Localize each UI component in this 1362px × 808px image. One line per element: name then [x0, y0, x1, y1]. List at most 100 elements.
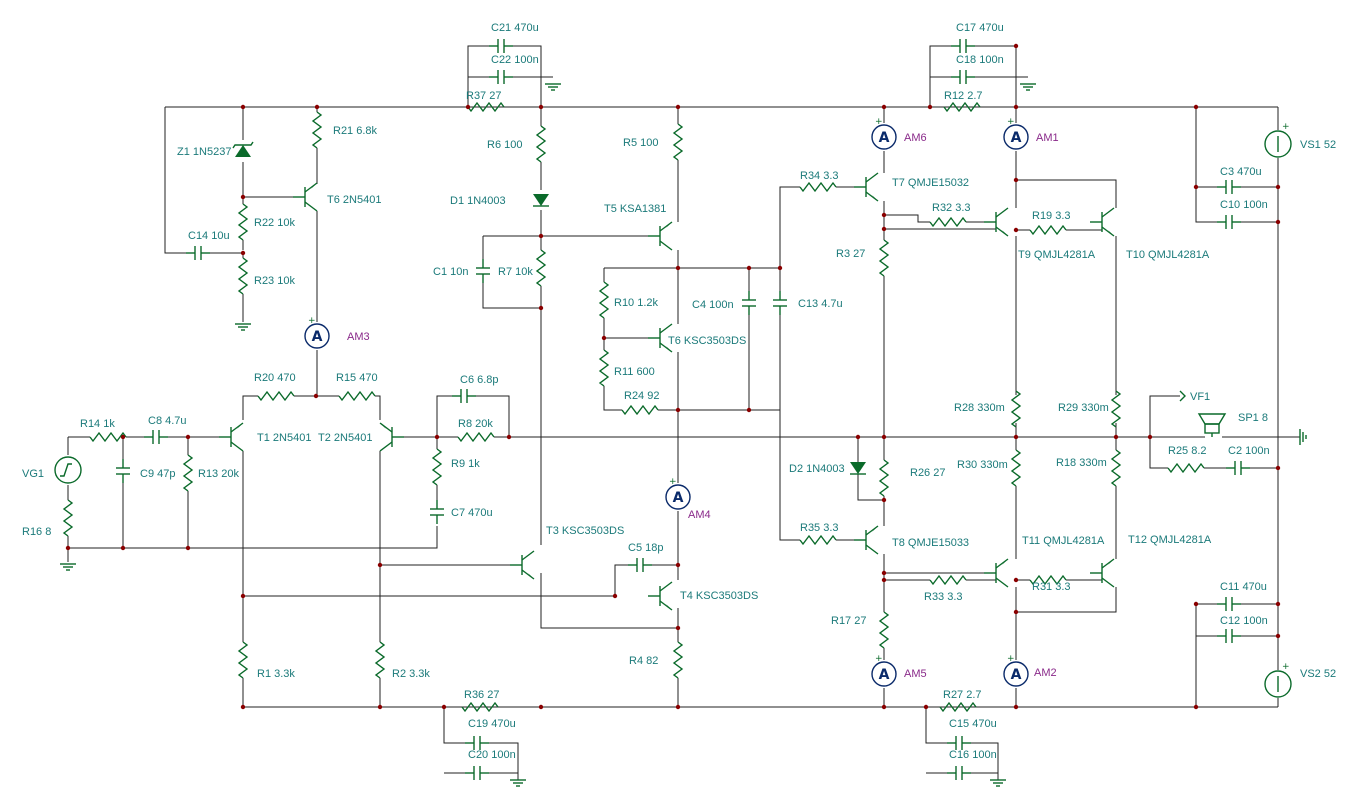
c20-capacitor [465, 766, 489, 780]
wire [470, 395, 510, 437]
wire [925, 707, 948, 744]
label-r7: R7 10k [498, 266, 533, 278]
svg-text:+: + [669, 477, 677, 487]
label-r16: R16 8 [22, 526, 51, 538]
wire [779, 410, 800, 541]
c14-capacitor [186, 246, 210, 260]
t2-transistor [379, 422, 404, 452]
t12-transistor [1090, 558, 1115, 588]
label-vs1: VS1 52 [1300, 139, 1336, 151]
label-t12: T12 QMJL4281A [1128, 534, 1212, 546]
label-r3: R3 27 [836, 248, 865, 260]
junction-dot [923, 704, 929, 710]
r7-resistor [535, 249, 547, 287]
junction-dot [675, 104, 681, 110]
c18-capacitor [951, 70, 975, 84]
wire [482, 277, 541, 309]
r35-resistor [799, 534, 837, 546]
junction-dot [1013, 704, 1019, 710]
label-c1: C1 10n [433, 266, 468, 278]
label-r22: R22 10k [254, 217, 295, 229]
ground-symbol [990, 779, 1006, 787]
r5-resistor [672, 123, 684, 161]
wire [884, 214, 930, 223]
label-r29: R29 330m [1058, 402, 1109, 414]
vg1-signal-generator [54, 456, 82, 484]
junction-dot [1013, 43, 1019, 49]
r13-resistor [182, 454, 194, 492]
r11-resistor [598, 349, 610, 387]
label-r18: R18 330m [1056, 457, 1107, 469]
label-t3: T3 KSC3503DS [546, 525, 624, 537]
junction-dot [777, 265, 783, 271]
am5-ammeter: A+ [871, 654, 897, 687]
label-r34: R34 3.3 [800, 170, 839, 182]
components: ++A+A+A+A+A+A+ [54, 39, 1307, 787]
label-c22: C22 100n [491, 54, 539, 66]
label-c21: C21 470u [491, 22, 539, 34]
ground-symbol [1299, 429, 1307, 445]
ammeter-glyph: A [312, 329, 323, 345]
t9-transistor [984, 207, 1009, 237]
junction-dot [881, 434, 887, 440]
label-r23: R23 10k [254, 275, 295, 287]
am4-ammeter: A+ [665, 477, 691, 510]
junction-dot [1013, 434, 1019, 440]
r26-resistor [878, 459, 890, 497]
label-t8: T8 QMJE15033 [892, 537, 969, 549]
c11-capacitor [1217, 597, 1241, 611]
meter-label: AM3 [347, 331, 370, 343]
c9-capacitor [116, 459, 130, 483]
junction-dot [538, 704, 544, 710]
label-vg1: VG1 [22, 468, 44, 480]
r17-resistor [878, 611, 890, 649]
d1-diode [533, 194, 549, 207]
junction-dot [65, 545, 71, 551]
wire [970, 742, 999, 773]
wires [67, 45, 1300, 780]
label-r26: R26 27 [910, 467, 946, 479]
label-c16: C16 100n [949, 749, 997, 761]
label-r30: R30 330m [957, 459, 1008, 471]
label-t6: T6 KSC3503DS [668, 335, 746, 347]
wire [1195, 603, 1218, 707]
label-c11: C11 470u [1220, 581, 1267, 593]
wire [540, 573, 678, 629]
r12-resistor [943, 101, 981, 113]
r30-resistor [1010, 449, 1022, 487]
label-t9: T9 QMJL4281A [1018, 249, 1096, 261]
junction-dot [1013, 609, 1019, 615]
label-r20: R20 470 [254, 372, 296, 384]
r25-resistor [1167, 462, 1205, 474]
label-r15: R15 470 [336, 372, 378, 384]
label-c10: C10 100n [1220, 199, 1268, 211]
label-r11: R11 600 [614, 366, 655, 378]
label-t2: T2 2N5401 [318, 432, 372, 444]
c15-capacitor [947, 736, 971, 750]
meter-label: AM6 [904, 132, 927, 144]
junction-dot [506, 434, 512, 440]
label-c7: C7 470u [451, 507, 493, 519]
junction-dot [1113, 434, 1119, 440]
sp1-speaker [1197, 413, 1227, 437]
label-c5: C5 18p [628, 542, 663, 554]
r4-resistor [672, 641, 684, 679]
label-sp1: SP1 8 [1238, 412, 1268, 424]
junction-dot [675, 625, 681, 631]
r14-resistor [89, 431, 127, 443]
c7-capacitor [430, 500, 444, 524]
junction-dot [185, 545, 191, 551]
r34-resistor [799, 181, 837, 193]
r1-resistor [237, 641, 249, 679]
r22-resistor [237, 203, 249, 241]
r27-resistor [939, 701, 977, 713]
junction-dot [240, 194, 246, 200]
label-t7: T7 QMJE15032 [892, 177, 969, 189]
junction-dot [377, 562, 383, 568]
wire [970, 772, 999, 780]
ground-symbol [235, 323, 251, 331]
junction-dot [1275, 184, 1281, 190]
r31-resistor [1029, 574, 1067, 586]
label-r24: R24 92 [624, 390, 660, 402]
label-c20: C20 100n [468, 749, 516, 761]
